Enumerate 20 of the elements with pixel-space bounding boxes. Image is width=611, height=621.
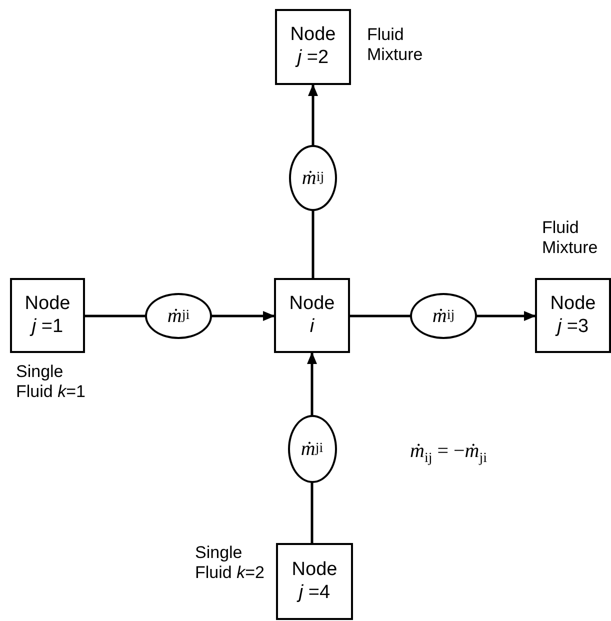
node-box xyxy=(274,278,350,353)
node-index: j =2 xyxy=(297,47,329,70)
node-index: j =4 xyxy=(298,582,330,604)
node-box xyxy=(275,9,351,85)
node-index: j =1 xyxy=(32,316,64,338)
node-box xyxy=(276,543,353,620)
node-title: Node xyxy=(24,292,70,316)
node-box xyxy=(10,278,85,353)
equation-label: ṁ$_{ij}$ = −ṁ$_{ji}$ xyxy=(410,440,488,467)
node-caption: Fluid Mixture xyxy=(367,25,424,66)
node-title: Node xyxy=(550,292,596,316)
node-caption: Single Fluid k=2 xyxy=(195,543,266,584)
node-box xyxy=(535,278,611,353)
node-index: j =3 xyxy=(557,316,589,338)
node-title: Node xyxy=(289,292,335,316)
node-index: i xyxy=(310,316,314,338)
node-title: Node xyxy=(292,558,338,582)
node-title: Node xyxy=(290,24,336,47)
node-caption: Fluid Mixture xyxy=(542,218,599,259)
node-caption: Single Fluid k=1 xyxy=(16,362,86,403)
